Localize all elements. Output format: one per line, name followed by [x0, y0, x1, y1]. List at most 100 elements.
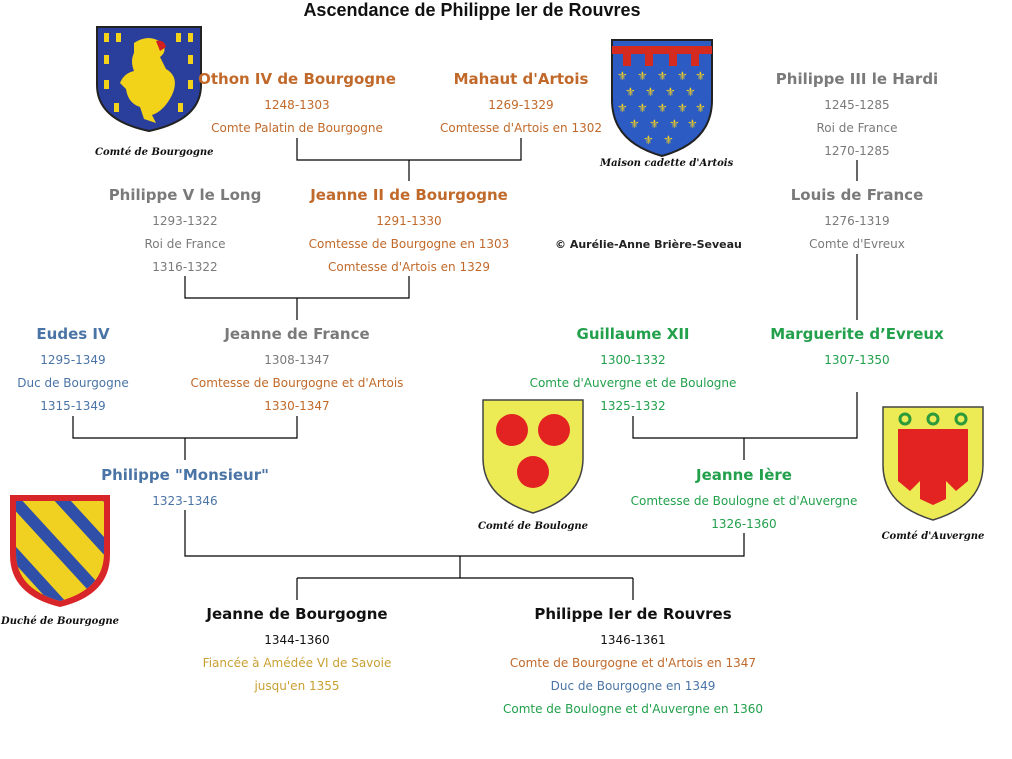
person-title: Comtesse d'Artois en 1302	[439, 121, 603, 135]
shield-duche-bourgogne-bends-icon	[10, 495, 110, 607]
person-name: Mahaut d'Artois	[453, 70, 589, 88]
svg-text:⚜: ⚜	[643, 133, 654, 147]
person-philippe-monsieur: Philippe "Monsieur" 1323-1346	[85, 466, 285, 513]
person-reign: 1315-1349	[40, 399, 106, 413]
line-guillaume-marguerite	[632, 392, 858, 460]
svg-text:⚜: ⚜	[687, 117, 698, 131]
person-dates: 1248-1303	[264, 98, 330, 112]
person-philippe-iii: Philippe III le Hardi 1245-1285 Roi de F…	[757, 70, 957, 163]
svg-text:⚜: ⚜	[649, 117, 660, 131]
person-reign: 1270-1285	[824, 144, 890, 158]
person-title: Comte Palatin de Bourgogne	[211, 121, 383, 135]
svg-text:⚜: ⚜	[669, 117, 680, 131]
person-title: Comtesse de Boulogne et d'Auvergne	[630, 494, 858, 508]
person-dates: 1295-1349	[40, 353, 106, 367]
svg-text:⚜: ⚜	[657, 69, 668, 83]
person-philippe-ier-de-rouvres: Philippe Ier de Rouvres 1346-1361 Comte …	[498, 605, 768, 721]
line-philippe5-jeanne2	[184, 276, 410, 320]
person-dates: 1245-1285	[824, 98, 890, 112]
person-title: Duc de Bourgogne	[17, 376, 129, 390]
person-name: Louis de France	[790, 186, 924, 204]
person-dates: 1300-1332	[600, 353, 666, 367]
person-title: Comtesse d'Artois en 1329	[327, 260, 491, 274]
shield-label-artois: Maison cadette d'Artois	[600, 158, 734, 169]
svg-text:⚜: ⚜	[685, 85, 696, 99]
person-dates: 1276-1319	[824, 214, 890, 228]
shield-label-auvergne: Comté d'Auvergne	[881, 531, 985, 542]
person-title: Duc de Bourgogne en 1349	[550, 679, 716, 693]
person-title: Comtesse de Bourgogne et d'Artois	[190, 376, 404, 390]
person-dates: 1291-1330	[376, 214, 442, 228]
person-dates: 1323-1346	[152, 494, 218, 508]
svg-text:⚜: ⚜	[665, 85, 676, 99]
person-reign: 1325-1332	[600, 399, 666, 413]
person-note: jusqu'en 1355	[254, 679, 340, 693]
person-dates: 1269-1329	[488, 98, 554, 112]
shield-boulogne-roundels-icon	[482, 399, 584, 514]
shield-label-boulogne: Comté de Boulogne	[478, 521, 588, 532]
svg-text:⚜: ⚜	[625, 85, 636, 99]
person-eudes-iv: Eudes IV 1295-1349 Duc de Bourgogne 1315…	[8, 325, 138, 418]
person-name: Philippe Ier de Rouvres	[534, 605, 732, 623]
page-title: Ascendance de Philippe Ier de Rouvres	[303, 0, 641, 20]
svg-text:⚜: ⚜	[677, 101, 688, 115]
person-mahaut-artois: Mahaut d'Artois 1269-1329 Comtesse d'Art…	[421, 70, 621, 140]
svg-text:⚜: ⚜	[677, 69, 688, 83]
person-jeanne-ii: Jeanne II de Bourgogne 1291-1330 Comtess…	[289, 186, 529, 279]
person-dates: 1293-1322	[152, 214, 218, 228]
person-title: Comte d'Evreux	[809, 237, 905, 251]
person-dates: 1308-1347	[264, 353, 330, 367]
person-title: Comte de Boulogne et d'Auvergne en 1360	[502, 702, 763, 716]
svg-text:⚜: ⚜	[629, 117, 640, 131]
person-title: Comte de Bourgogne et d'Artois en 1347	[509, 656, 757, 670]
copyright-notice: © Aurélie-Anne Brière-Seveau	[555, 238, 742, 251]
person-name: Othon IV de Bourgogne	[198, 70, 396, 88]
person-name: Philippe III le Hardi	[775, 70, 939, 88]
person-name: Jeanne de Bourgogne	[206, 605, 388, 623]
person-name: Jeanne de France	[224, 325, 370, 343]
person-title: Comtesse de Bourgogne en 1303	[308, 237, 510, 251]
person-othon-iv: Othon IV de Bourgogne 1248-1303 Comte Pa…	[197, 70, 397, 140]
person-name: Jeanne Ière	[696, 466, 792, 484]
svg-text:⚜: ⚜	[663, 133, 674, 147]
svg-text:⚜: ⚜	[637, 69, 648, 83]
svg-text:⚜: ⚜	[637, 101, 648, 115]
person-title: Comte d'Auvergne et de Boulogne	[529, 376, 737, 390]
shield-comte-bourgogne-lion-icon	[96, 26, 202, 133]
person-dates: 1307-1350	[824, 353, 890, 367]
shield-label-duche-bourgogne: Duché de Bourgogne	[1, 616, 119, 627]
person-name: Marguerite d’Evreux	[770, 325, 944, 343]
person-philippe-v: Philippe V le Long 1293-1322 Roi de Fran…	[85, 186, 285, 279]
svg-text:⚜: ⚜	[645, 85, 656, 99]
person-reign: 1330-1347	[264, 399, 330, 413]
person-jeanne-de-france: Jeanne de France 1308-1347 Comtesse de B…	[172, 325, 422, 418]
shield-auvergne-gonfanon-icon	[882, 406, 984, 521]
person-jeanne-iere: Jeanne Ière Comtesse de Boulogne et d'Au…	[619, 466, 869, 536]
line-eudes-jeannefr	[72, 416, 298, 460]
person-title: Roi de France	[816, 121, 898, 135]
shield-artois-fleur-de-lis-icon: ⚜⚜⚜⚜⚜ ⚜⚜⚜⚜ ⚜⚜⚜⚜⚜ ⚜⚜⚜⚜ ⚜⚜	[611, 39, 713, 158]
line-othon-mahaut	[296, 138, 522, 181]
person-name: Guillaume XII	[576, 325, 690, 343]
person-title: Roi de France	[144, 237, 226, 251]
person-name: Eudes IV	[36, 325, 110, 343]
person-name: Philippe V le Long	[108, 186, 262, 204]
line-parents-children	[184, 510, 745, 600]
person-reign: 1316-1322	[152, 260, 218, 274]
person-note: Fiancée à Amédée VI de Savoie	[202, 656, 392, 670]
person-name: Jeanne II de Bourgogne	[310, 186, 508, 204]
person-louis-de-france: Louis de France 1276-1319 Comte d'Evreux	[757, 186, 957, 256]
svg-text:⚜: ⚜	[695, 69, 706, 83]
svg-text:⚜: ⚜	[617, 101, 628, 115]
person-dates: 1326-1360	[711, 517, 777, 531]
person-dates: 1344-1360	[264, 633, 330, 647]
svg-text:⚜: ⚜	[657, 101, 668, 115]
person-jeanne-de-bourgogne: Jeanne de Bourgogne 1344-1360 Fiancée à …	[182, 605, 412, 698]
svg-text:⚜: ⚜	[695, 101, 706, 115]
svg-text:⚜: ⚜	[617, 69, 628, 83]
person-guillaume-xii: Guillaume XII 1300-1332 Comte d'Auvergne…	[508, 325, 758, 418]
shield-label-comte-bourgogne: Comté de Bourgogne	[95, 147, 214, 158]
person-name: Philippe "Monsieur"	[101, 466, 269, 484]
person-marguerite-evreux: Marguerite d’Evreux 1307-1350	[757, 325, 957, 372]
